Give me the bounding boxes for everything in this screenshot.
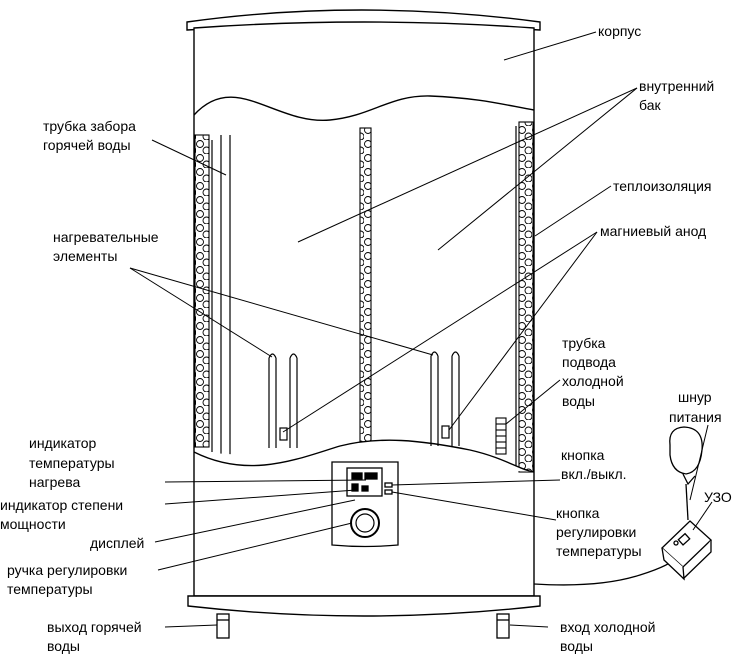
- temp-button: [384, 489, 393, 495]
- label-temp-button-line2: регулировки: [556, 524, 637, 540]
- plug: [669, 426, 703, 475]
- label-temp-indicator-line2: температуры: [29, 455, 115, 471]
- heating-element-left: [268, 353, 298, 448]
- label-hot-pipe-line2: горячей воды: [43, 137, 131, 153]
- label-anode: магниевый анод: [600, 223, 707, 239]
- leader-lines: [129, 31, 713, 628]
- middle-insulation: [359, 127, 372, 445]
- label-hot-outlet-line1: выход горячей: [47, 619, 142, 635]
- cutaway-bottom-edge: [193, 439, 535, 473]
- label-korpus: корпус: [598, 23, 642, 39]
- label-cold-tube-line1: трубка: [562, 335, 606, 351]
- label-knob-line1: ручка регулировки: [7, 562, 128, 578]
- label-rcd: УЗО: [704, 489, 732, 505]
- display: [346, 467, 383, 497]
- label-power-indicator-line2: мощности: [0, 516, 66, 532]
- fittings: [216, 613, 510, 639]
- label-cold-tube-line4: воды: [562, 393, 595, 409]
- label-hot-outlet-line2: воды: [47, 638, 80, 654]
- bottom-cap: [187, 595, 541, 617]
- label-cold-tube-line2: подвода: [562, 354, 616, 370]
- label-cold-tube-line3: холодной: [562, 373, 624, 389]
- cutaway-top-edge: [193, 95, 535, 121]
- label-knob-line2: температуры: [7, 581, 93, 597]
- label-power-button-line1: кнопка: [561, 447, 605, 463]
- label-cord-line1: шнур: [678, 389, 712, 405]
- label-temp-indicator-line1: индикатор: [29, 435, 97, 451]
- right-insulation: [518, 121, 534, 473]
- label-heating-elements-line1: нагревательные: [53, 229, 159, 245]
- cold-water-inlet: [496, 613, 510, 639]
- rcd-device: [661, 520, 712, 581]
- power-button: [384, 482, 393, 488]
- label-power-indicator-line1: индикатор степени: [0, 497, 124, 513]
- label-display: дисплей: [90, 535, 145, 551]
- control-panel: [331, 461, 399, 548]
- label-inner-tank-line1: внутренний: [639, 78, 715, 94]
- label-temp-button-line3: температуры: [556, 543, 642, 559]
- label-cold-inlet-line1: вход холодной: [560, 619, 656, 635]
- label-cold-inlet-line2: воды: [560, 638, 593, 654]
- label-heating-elements-line2: элементы: [53, 248, 118, 264]
- left-insulation: [194, 134, 210, 448]
- hot-water-outlet: [216, 613, 230, 639]
- label-power-button-line2: вкл./выкл.: [561, 466, 627, 482]
- label-cord-line2: питания: [669, 409, 722, 425]
- label-temp-button-line1: кнопка: [556, 505, 600, 521]
- label-temp-indicator-line3: нагрева: [29, 474, 81, 490]
- label-inner-tank-line2: бак: [639, 97, 661, 113]
- cold-water-inlet-tube: [495, 417, 507, 455]
- label-insulation: теплоизоляция: [613, 178, 712, 194]
- label-hot-pipe-line1: трубка забора: [43, 118, 136, 134]
